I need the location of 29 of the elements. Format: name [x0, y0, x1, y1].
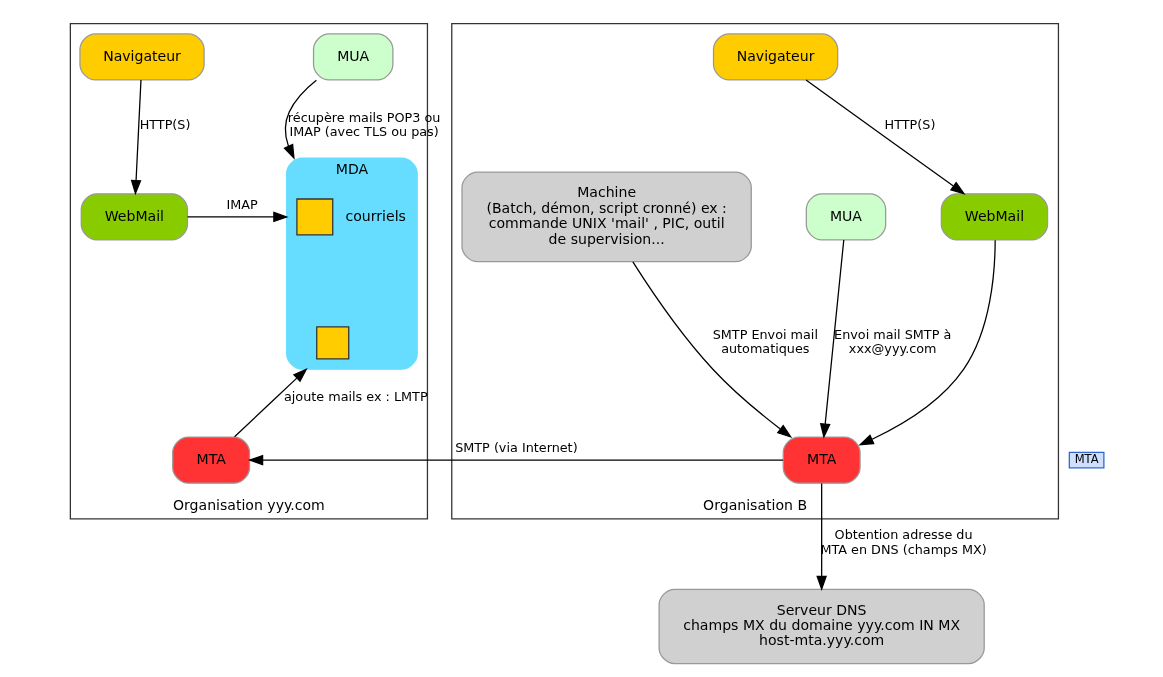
edge-label: HTTP(S) — [884, 117, 935, 133]
node-box: WebMail — [940, 193, 1048, 241]
label: MTA — [1074, 451, 1099, 466]
node-box — [315, 326, 349, 360]
arrow — [282, 79, 317, 160]
node-box: MTA — [171, 436, 250, 484]
arrow — [804, 79, 965, 195]
arrow — [857, 239, 996, 446]
edge-label: IMAP — [226, 197, 258, 213]
node-box: Navigateur — [712, 33, 838, 81]
node-box: Serveur DNS champs MX du domaine yyy.com IN MX host-mta.yyy.com — [657, 588, 985, 665]
edge-label: SMTP Envoi mail automatiques — [712, 327, 818, 357]
node-box: Machine (Batch, démon, script cronné) ex : commande UNIX 'mail' , PIC, outil de supervision... — [460, 171, 752, 263]
node-box: MTA — [782, 436, 861, 484]
arrow — [631, 261, 792, 438]
arrow — [130, 79, 142, 196]
arrow — [819, 239, 844, 439]
edge-label: SMTP (via Internet) — [454, 440, 578, 456]
arrow — [233, 367, 308, 438]
node-box: Navigateur — [78, 33, 205, 81]
arrow — [247, 454, 784, 466]
edge-label: HTTP(S) — [139, 117, 190, 133]
node-box: MUA — [805, 193, 886, 241]
arrow — [815, 482, 827, 591]
arrow — [186, 211, 289, 223]
edge-label: Envoi mail SMTP à xxx@yyy.com — [833, 327, 951, 357]
node-box: MUA — [312, 33, 394, 81]
node-label: courriels — [345, 207, 406, 224]
node-box: WebMail — [80, 193, 188, 241]
